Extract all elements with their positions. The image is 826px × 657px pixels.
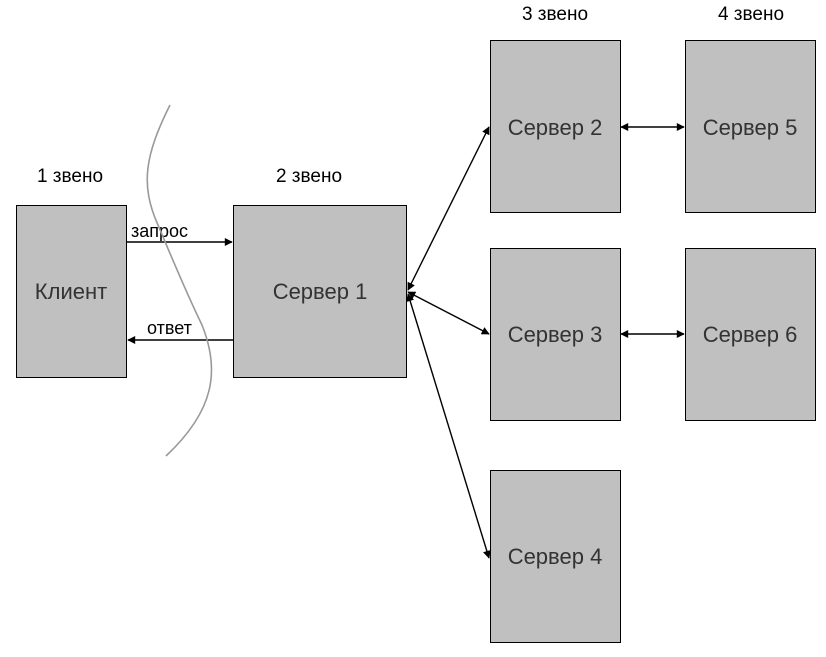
server-6-node: Сервер 6	[685, 248, 816, 421]
tier-3-label: 3 звено	[522, 4, 588, 25]
server-2-label: Сервер 2	[508, 115, 603, 140]
server-1-node: Сервер 1	[233, 205, 407, 378]
server-5-box	[685, 40, 816, 213]
tier-1-label: 1 звено	[37, 166, 103, 187]
server1-server3-arrow	[407, 291, 490, 335]
tier-2-label: 2 звено	[276, 166, 342, 187]
server-6-label: Сервер 6	[703, 322, 798, 347]
server-3-node: Сервер 3	[490, 248, 621, 421]
server1-server4-arrow	[406, 293, 491, 559]
server-4-node: Сервер 4	[490, 470, 621, 643]
client-label: Клиент	[35, 279, 107, 304]
server-2-box	[490, 40, 621, 213]
server-5-node: Сервер 5	[685, 40, 816, 213]
client-box	[16, 205, 127, 378]
server-2-node: Сервер 2	[490, 40, 621, 213]
server-6-box	[685, 248, 816, 421]
server-4-box	[490, 470, 621, 643]
network-boundary-arc	[146, 104, 213, 457]
server1-server2-arrow	[407, 126, 490, 291]
client-node: Клиент	[16, 205, 127, 378]
response-label: ответ	[147, 318, 192, 338]
server-3-box	[490, 248, 621, 421]
tier-4-label: 4 звено	[718, 4, 784, 25]
server-1-box	[233, 205, 407, 378]
server-5-label: Сервер 5	[703, 115, 798, 140]
server-4-label: Сервер 4	[508, 544, 603, 569]
server-3-label: Сервер 3	[508, 322, 603, 347]
server-1-label: Сервер 1	[273, 279, 368, 304]
request-label: запрос	[131, 221, 188, 241]
